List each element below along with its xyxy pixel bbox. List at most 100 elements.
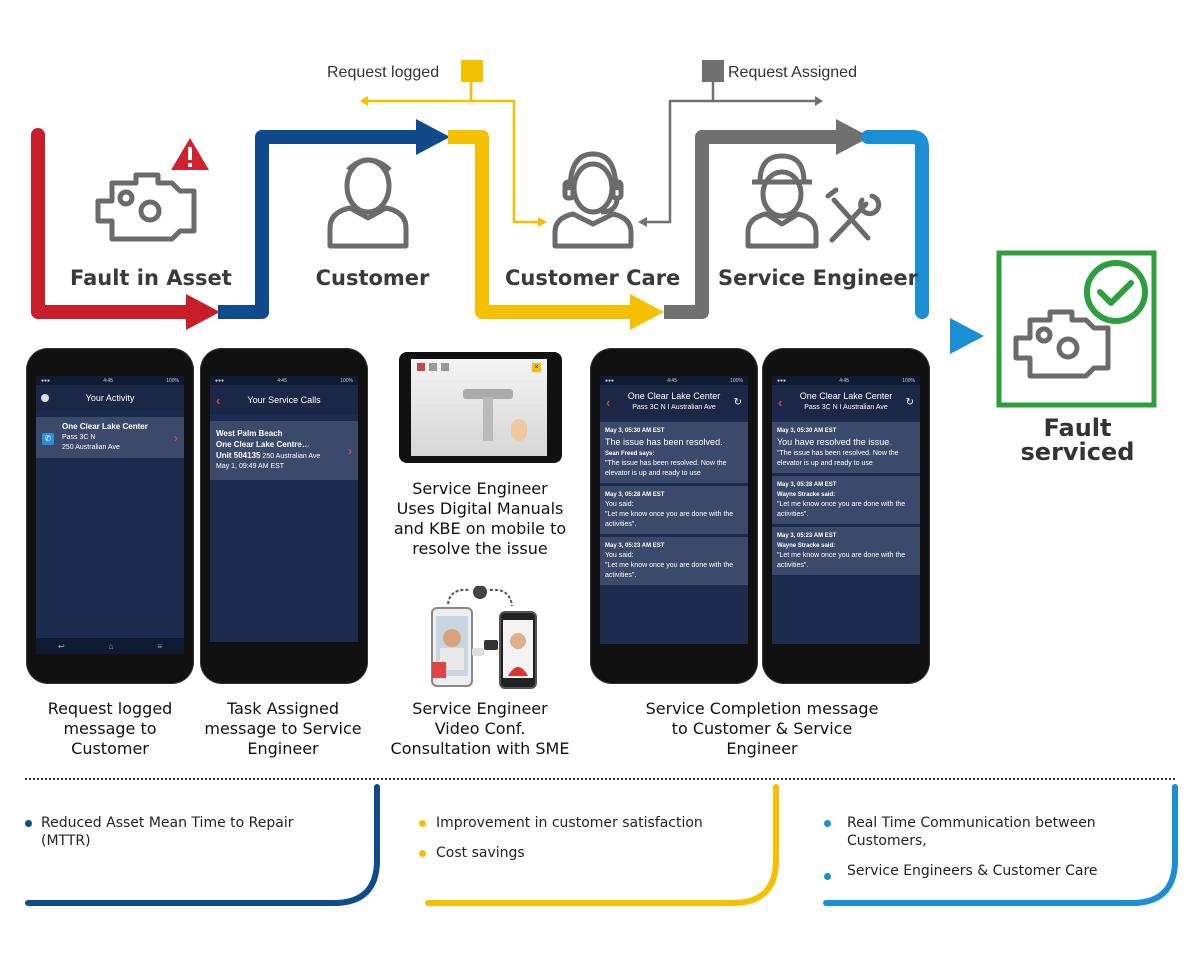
request-logged-marker xyxy=(461,60,483,82)
card-line1: Pass 3C N xyxy=(62,434,96,441)
caption-request-logged: Request logged message to Customer xyxy=(20,699,200,759)
close-icon[interactable]: × xyxy=(532,363,541,372)
message-body: "The issue has been resolved. Now the el… xyxy=(605,460,727,477)
home-nav-icon[interactable]: ⌂ xyxy=(108,641,114,651)
valve-illustration xyxy=(463,389,513,399)
benefit-line: Reduced Asset Mean Time to Repair xyxy=(41,815,294,831)
fault-serviced-box xyxy=(996,250,1157,408)
caption-line: and KBE on mobile to xyxy=(393,519,567,538)
valve-illustration-pipe xyxy=(483,397,493,441)
benefit-line: Real Time Communication between xyxy=(847,815,1096,831)
stage-label-customer-care: Customer Care xyxy=(505,266,681,290)
service-engineer-icon xyxy=(745,153,819,249)
engine-fault-icon xyxy=(95,172,197,242)
back-arrow-icon[interactable]: ‹ xyxy=(606,394,611,410)
chevron-right-icon: › xyxy=(174,430,178,445)
caption-line: to Customer & Service xyxy=(671,719,853,738)
benefit-mttr: Reduced Asset Mean Time to Repair (MTTR) xyxy=(41,814,361,850)
engine-serviced-icon xyxy=(1013,309,1111,379)
back-nav-icon[interactable]: ↩ xyxy=(57,641,65,651)
card-site: One Clear Lake Centre… xyxy=(216,440,310,449)
wrench-screwdriver-icon xyxy=(825,187,882,243)
message-card: May 3, 05:23 AM EST You said: "Let me kn… xyxy=(600,537,748,585)
menu-nav-icon[interactable]: ≡ xyxy=(157,641,163,651)
request-assigned-marker xyxy=(702,60,724,82)
refresh-icon[interactable]: ↻ xyxy=(905,396,914,408)
message-time: May 3, 05:28 AM EST xyxy=(777,482,837,488)
back-arrow-icon[interactable]: ‹ xyxy=(778,394,783,410)
caption-line: Consultation with SME xyxy=(390,739,570,758)
tablet-digital-manual: × xyxy=(399,352,562,463)
request-logged-arrow-right xyxy=(538,217,547,227)
app-title: One Clear Lake Center xyxy=(799,391,893,401)
message-sender: You said: xyxy=(605,501,634,508)
message-sender: Wayne Stracke said: xyxy=(777,492,836,498)
android-nav-bar: ↩ ⌂ ≡ xyxy=(36,638,184,654)
app-bar: Your Activity xyxy=(36,385,184,411)
benefit-line: (MTTR) xyxy=(41,833,91,849)
bullet-dot xyxy=(824,820,831,827)
stage-label-service-engineer: Service Engineer xyxy=(718,266,918,290)
message-time: May 3, 05:30 AM EST xyxy=(605,428,665,434)
request-assigned-label: Request Assigned xyxy=(728,64,857,81)
bullet-dot xyxy=(419,820,426,827)
activity-card[interactable]: ✆ One Clear Lake Center Pass 3C N 250 Au… xyxy=(36,417,184,458)
message-body: "Let me know once you are done with the … xyxy=(605,511,734,528)
caption-line: Uses Digital Manuals xyxy=(396,499,564,518)
tablet-screen: × xyxy=(411,359,547,456)
fault-serviced-title: Fault serviced xyxy=(1010,416,1145,464)
back-arrow-icon[interactable]: ‹ xyxy=(216,392,221,408)
caption-line: message to Service xyxy=(204,719,362,738)
message-sender: You said: xyxy=(605,552,634,559)
bullet-dot xyxy=(419,850,426,857)
benefit-bracket-lightblue xyxy=(823,784,1178,906)
benefit-cost-savings: Cost savings xyxy=(436,845,525,861)
toolbar-icon[interactable] xyxy=(441,363,449,371)
message-card: May 3, 05:23 AM EST Wayne Stracke said: … xyxy=(772,527,920,575)
message-body: "Let me know once you are done with the … xyxy=(605,562,734,579)
request-logged-label: Request logged xyxy=(327,64,440,81)
video-call-graphic xyxy=(431,585,537,689)
message-time: May 3, 05:23 AM EST xyxy=(605,543,665,549)
caption-video-conf: Service Engineer Video Conf. Consultatio… xyxy=(370,699,590,759)
bullet-dot xyxy=(824,873,831,880)
flow-arrowhead-gray xyxy=(836,119,870,155)
fault-serviced-line1: Fault xyxy=(1043,414,1112,442)
refresh-icon[interactable]: ↻ xyxy=(733,396,742,408)
message-body: "Let me know once you are done with the … xyxy=(777,501,906,518)
flow-path-gray xyxy=(664,130,840,319)
phone-call-icon: ✆ xyxy=(42,433,54,445)
card-city: West Palm Beach xyxy=(216,429,283,438)
benefit-bracket-yellow xyxy=(425,784,779,906)
message-time: May 3, 05:23 AM EST xyxy=(777,533,837,539)
message-card: May 3, 05:28 AM EST You said: "Let me kn… xyxy=(600,486,748,534)
flow-arrowhead-yellow xyxy=(630,294,664,330)
toolbar-icon[interactable] xyxy=(417,363,425,371)
benefit-customer-satisfaction: Improvement in customer satisfaction xyxy=(436,815,703,831)
stage-label-fault-in-asset: Fault in Asset xyxy=(70,266,232,290)
card-address: 250 Australian Ave xyxy=(262,453,321,460)
stage-label-customer: Customer xyxy=(315,266,430,290)
user-icon[interactable] xyxy=(41,394,49,402)
bullet-dot xyxy=(25,820,32,827)
app-title: Your Activity xyxy=(85,393,135,403)
toolbar-icon[interactable] xyxy=(429,363,437,371)
app-title: One Clear Lake Center xyxy=(627,391,721,401)
request-logged-connector xyxy=(368,82,540,224)
customer-person-icon xyxy=(327,157,409,249)
video-conference-illustration xyxy=(410,585,545,690)
service-call-card[interactable]: West Palm Beach One Clear Lake Centre… U… xyxy=(210,421,358,480)
benefit-line: Customers, xyxy=(847,833,927,849)
message-card: May 3, 05:30 AM EST The issue has been r… xyxy=(600,422,748,483)
request-assigned-connector xyxy=(645,82,815,224)
message-body: "Let me know once you are done with the … xyxy=(777,552,906,569)
caption-line: Task Assigned xyxy=(227,699,339,718)
